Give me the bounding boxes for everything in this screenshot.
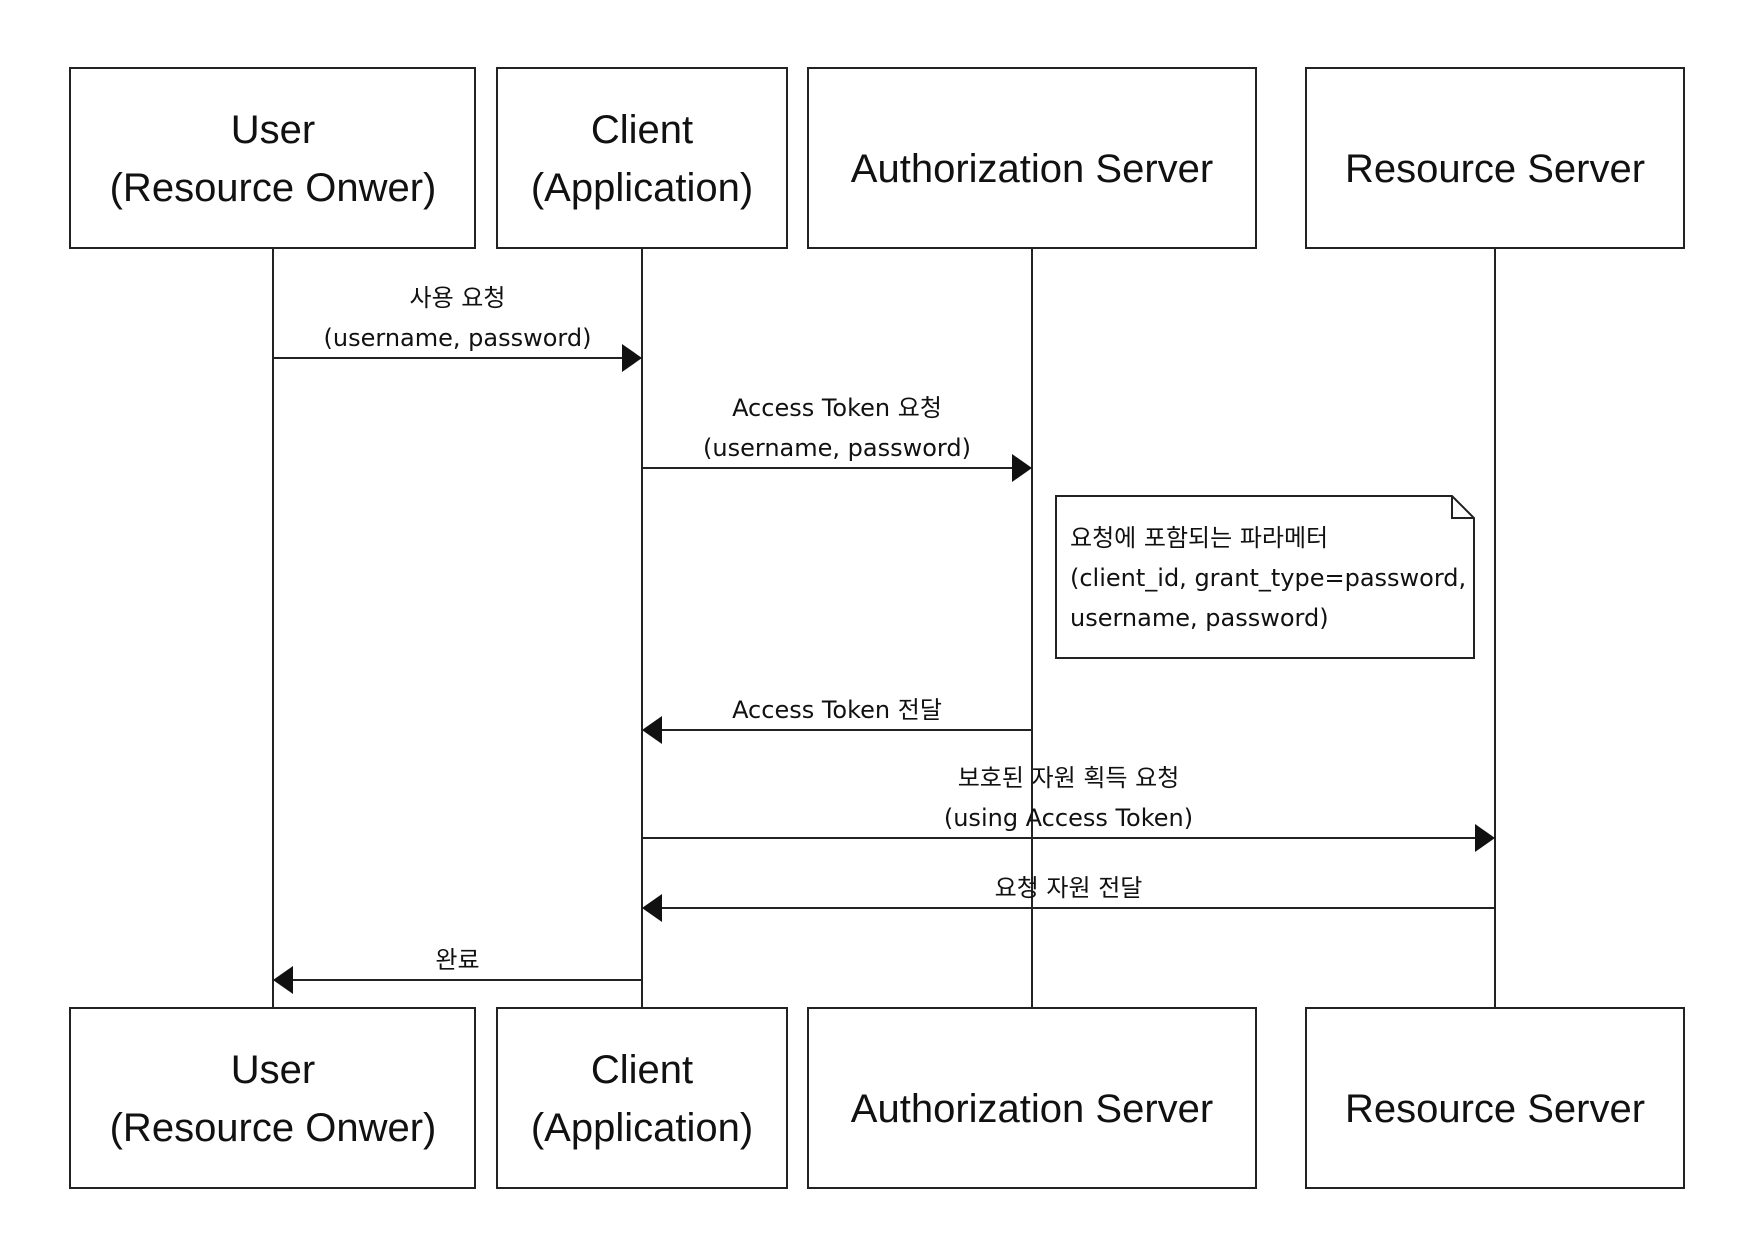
note-line: (client_id, grant_type=password, bbox=[1070, 564, 1466, 592]
participant-label: (Resource Onwer) bbox=[110, 1106, 437, 1150]
message-label: 사용 요청 bbox=[410, 284, 506, 312]
participant-footer-row: User (Resource Onwer) Client (Application) A… bbox=[69, 1007, 1685, 1189]
message-label: Access Token 전달 bbox=[732, 696, 942, 724]
participant-frame bbox=[1305, 1007, 1685, 1189]
participant-frame bbox=[1305, 67, 1685, 249]
arrowhead-icon bbox=[1475, 824, 1495, 852]
participant-box-resource-bottom: Resource Server bbox=[1305, 1007, 1685, 1189]
note-line: username, password) bbox=[1070, 604, 1329, 632]
message-0: 사용 요청 (username, password) bbox=[273, 284, 642, 372]
note-line: 요청에 포함되는 파라메터 bbox=[1070, 524, 1328, 552]
message-1: Access Token 요청 (username, password) bbox=[642, 394, 1032, 482]
participant-box-user-bottom: User (Resource Onwer) bbox=[69, 1007, 476, 1189]
participant-label: Client bbox=[591, 1048, 693, 1092]
participant-box-client-top: Client (Application) bbox=[496, 67, 788, 249]
note-box bbox=[1055, 495, 1475, 659]
message-4: 요청 자원 전달 bbox=[642, 874, 1495, 922]
participant-frame bbox=[69, 67, 476, 249]
participant-box-resource-top: Resource Server bbox=[1305, 67, 1685, 249]
participant-box-authz-top: Authorization Server bbox=[807, 67, 1257, 249]
participant-box-authz-bottom: Authorization Server bbox=[807, 1007, 1257, 1189]
arrowhead-icon bbox=[273, 966, 293, 994]
message-5: 완료 bbox=[273, 946, 642, 994]
participant-box-client-bottom: Client (Application) bbox=[496, 1007, 788, 1189]
message-label: (using Access Token) bbox=[944, 804, 1193, 832]
participant-label: User bbox=[231, 108, 315, 152]
participant-box-user-top: User (Resource Onwer) bbox=[69, 67, 476, 249]
message-3: 보호된 자원 획득 요청 (using Access Token) bbox=[642, 764, 1495, 852]
participant-label: Authorization Server bbox=[851, 1087, 1213, 1131]
message-label: (username, password) bbox=[324, 324, 592, 352]
participant-frame bbox=[807, 67, 1257, 249]
note-fold bbox=[1451, 496, 1474, 519]
message-label: 보호된 자원 획득 요청 bbox=[958, 764, 1180, 792]
arrowhead-icon bbox=[642, 894, 662, 922]
message-label: (username, password) bbox=[703, 434, 971, 462]
arrowhead-icon bbox=[1012, 454, 1032, 482]
messages: 사용 요청(username, password)Access Token 요청… bbox=[273, 284, 1495, 994]
participant-label: (Resource Onwer) bbox=[110, 166, 437, 210]
participant-label: (Application) bbox=[531, 1106, 753, 1150]
participant-label: Resource Server bbox=[1345, 1087, 1645, 1131]
participant-frame bbox=[496, 67, 788, 249]
message-2: Access Token 전달 bbox=[642, 696, 1032, 744]
message-label: Access Token 요청 bbox=[732, 394, 942, 422]
message-label: 요청 자원 전달 bbox=[995, 874, 1143, 902]
message-label: 완료 bbox=[435, 946, 479, 974]
participant-label: User bbox=[231, 1048, 315, 1092]
participant-frame bbox=[69, 1007, 476, 1189]
participant-label: Authorization Server bbox=[851, 147, 1213, 191]
participant-frame bbox=[807, 1007, 1257, 1189]
lifelines bbox=[272, 248, 1496, 1008]
arrowhead-icon bbox=[622, 344, 642, 372]
participant-label: Resource Server bbox=[1345, 147, 1645, 191]
note: 요청에 포함되는 파라메터 (client_id, grant_type=pass… bbox=[1055, 495, 1475, 659]
participant-label: Client bbox=[591, 108, 693, 152]
participant-header-row: User (Resource Onwer) Client (Application) A… bbox=[69, 67, 1685, 249]
participant-label: (Application) bbox=[531, 166, 753, 210]
participant-frame bbox=[496, 1007, 788, 1189]
arrowhead-icon bbox=[642, 716, 662, 744]
